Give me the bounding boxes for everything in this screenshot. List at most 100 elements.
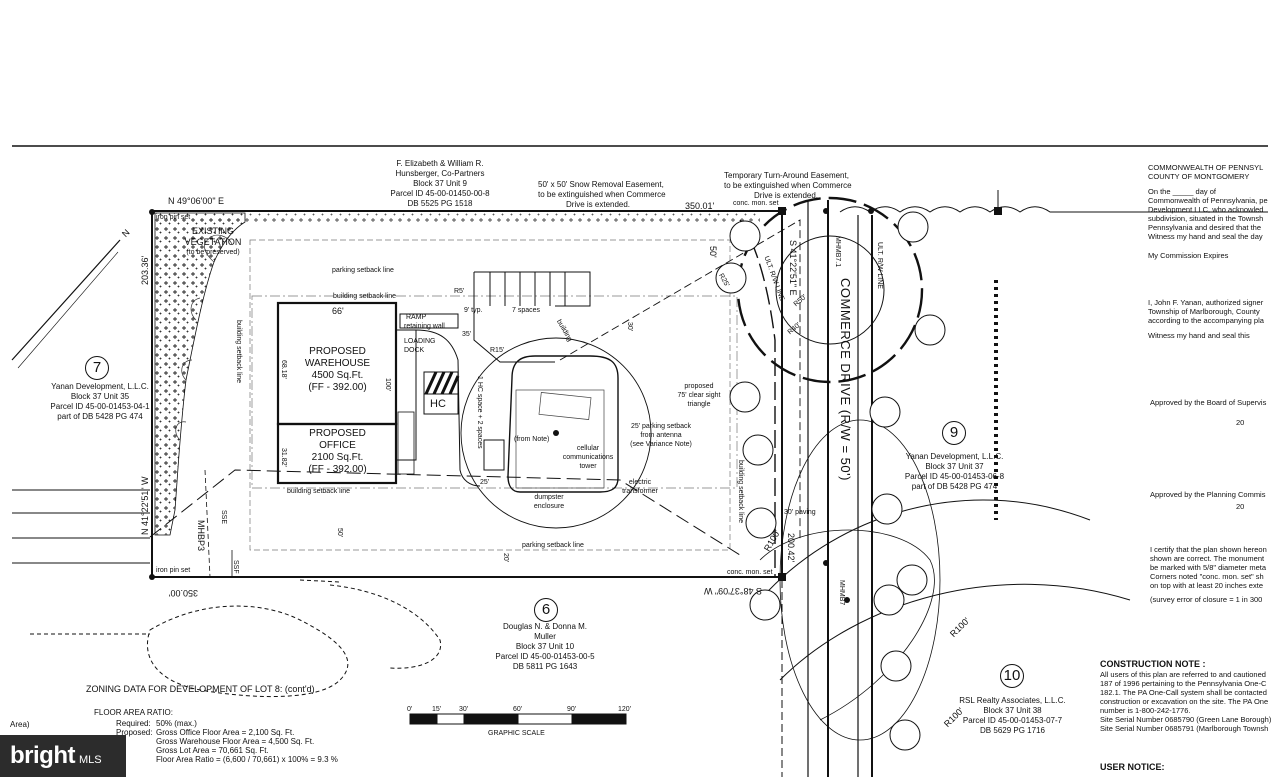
east-distance: 200.42' — [786, 533, 796, 563]
cul-de-sac-inner — [775, 235, 885, 345]
conc-mon-label: conc. mon. set — [733, 200, 779, 207]
dimension-68: 68.18' — [280, 360, 287, 379]
lot-owner-line: Block 37 Unit 35 — [70, 392, 130, 401]
hc-lower-space — [397, 411, 415, 475]
commonwealth-line: My Commission Expires — [1148, 251, 1229, 260]
nine-typ-label: 9' typ. — [464, 307, 483, 314]
commonwealth-line: COMMONWEALTH OF PENNSYL — [1148, 163, 1264, 172]
commonwealth-line: Witness my hand and seal the day — [1148, 232, 1263, 241]
lot-owner-line: Block 37 Unit 10 — [515, 642, 575, 651]
seven-spaces-label: 7 spaces — [512, 307, 541, 314]
far-required-value: 50% (max.) — [156, 719, 197, 728]
sewer-line — [204, 469, 211, 578]
vegetation-line: EXISTING — [191, 226, 234, 236]
building-setback-label: building setback line — [737, 460, 744, 524]
ult-rw-label: ULT. R/W LINE — [876, 242, 883, 289]
iron-pin-label: iron pin set — [156, 567, 191, 574]
transformer-line: transformer — [622, 488, 658, 495]
far-heading: FLOOR AREA RATIO: — [94, 708, 173, 717]
loading-line: LOADING — [404, 338, 436, 345]
conc-mon-label: conc. mon. set — [727, 569, 773, 576]
building-setback-label: building setback line — [235, 320, 242, 384]
dimension-50: 50' — [708, 246, 718, 258]
dumpster-enclosure — [483, 439, 505, 471]
construction-line: All users of this plan are referred to a… — [1100, 670, 1266, 679]
paving-label: 30' paving — [784, 509, 816, 516]
lot-6-number: 6 — [534, 598, 558, 622]
dumpster-label: dumpster enclosure — [524, 493, 574, 511]
sewer-label: SSE — [220, 510, 227, 525]
survey-certification: I certify that the plan shown hereon sho… — [1150, 545, 1267, 604]
far-required-label: Required: — [116, 719, 151, 728]
vegetation-label: EXISTING VEGETATION (to be preserved) — [168, 226, 258, 257]
lot-10-number: 10 — [1000, 664, 1024, 688]
scale-tick: 0' — [407, 706, 413, 713]
scale-tick: 60' — [513, 706, 523, 713]
west-bearing: N 41°22'51" W — [140, 476, 150, 535]
lot-7-number: 7 — [85, 356, 109, 380]
vegetation-line: VEGETATION — [184, 237, 242, 247]
monument-markers — [149, 207, 874, 603]
note-line: 50' x 50' Snow Removal Easement, — [538, 180, 664, 189]
far-proposed-label: Proposed: — [116, 728, 153, 737]
antenna-setback-circle — [460, 337, 652, 529]
r100-arc-c — [759, 529, 935, 721]
r100-arc-a — [759, 499, 1091, 601]
far-line: Gross Warehouse Floor Area = 4,500 Sq. F… — [156, 737, 315, 746]
far-line: Gross Office Floor Area = 2,100 Sq. Ft. — [156, 728, 295, 737]
warehouse-line: PROPOSED — [309, 346, 366, 357]
from-note-label: (from Note) — [514, 436, 550, 443]
sight-line: triangle — [687, 401, 711, 408]
lot-7-owner: Yanan Development, L.L.C. Block 37 Unit … — [40, 382, 160, 422]
manhole-label: MHMB7 — [838, 580, 845, 606]
retaining-wall-label: retaining wall — [404, 323, 445, 330]
graphic-scale-label: GRAPHIC SCALE — [488, 730, 545, 737]
lot7-boundary — [11, 239, 121, 361]
dimension-100: 100' — [384, 378, 391, 392]
tower-enclosure — [515, 389, 605, 489]
commonwealth-line: On the _____ day of — [1148, 187, 1216, 196]
north-owner-block: F. Elizabeth & William R. Hunsberger, Co… — [370, 159, 510, 209]
north-owner-line: DB 5525 PG 1518 — [407, 199, 473, 208]
dumpster-line: dumpster — [534, 494, 564, 501]
dimension-20: 20' — [502, 553, 509, 563]
cul-de-sac-outer — [736, 196, 924, 384]
lot-owner-line: Muller — [534, 632, 556, 641]
hc-label: HC — [430, 398, 446, 410]
office-line: (FF - 392.00) — [308, 464, 367, 475]
commerce-drive-label: COMMERCE DRIVE (R/W = 50') — [838, 278, 853, 481]
dimension-35: 35' — [462, 331, 472, 338]
west-distance: 203.36' — [140, 255, 150, 285]
area-label: Area) — [10, 720, 30, 729]
radius-label: R15' — [490, 347, 505, 354]
construction-note: CONSTRUCTION NOTE : All users of this pl… — [1100, 659, 1271, 733]
note-line: Temporary Turn-Around Easement, — [724, 171, 849, 180]
lot-owner-line: Parcel ID 45-00-01453-04-1 — [50, 402, 150, 411]
lot-6-owner: Douglas N. & Donna M. Muller Block 37 Un… — [485, 622, 605, 672]
manhole-label: MHBP3 — [196, 520, 206, 552]
lot-owner-line: Block 37 Unit 38 — [983, 706, 1042, 715]
iron-pin-label: iron pin set — [156, 214, 191, 221]
south-dashed-cloud — [146, 605, 349, 698]
east-bearing: S 41°22'51" E — [788, 240, 798, 296]
lot-owner-line: Block 37 Unit 37 — [925, 462, 984, 471]
lot-9-number: 9 — [942, 421, 966, 445]
north-owner-line: Parcel ID 45-00-01450-00-8 — [390, 189, 490, 198]
warehouse-line: 4500 Sq.Ft. — [311, 370, 364, 381]
north-bearing: N 49°06'00" E — [168, 196, 225, 206]
antenna-line: 25' parking setback — [630, 423, 692, 430]
parking-north — [473, 271, 591, 363]
tree-symbols — [715, 211, 946, 751]
tower-line: cellular — [576, 445, 600, 452]
antenna-setback-label: 25' parking setback from antenna (see Va… — [616, 422, 706, 449]
dimension-50: 50' — [336, 528, 343, 538]
turnaround-easement-note: Temporary Turn-Around Easement, to be ex… — [724, 171, 852, 201]
survey-line: (survey error of closure = 1 in 300 — [1150, 595, 1263, 604]
south-bearing: S 48°37'09" W — [703, 586, 762, 596]
parking-island — [507, 355, 619, 493]
lot-owner-line: DB 5811 PG 1643 — [512, 662, 578, 671]
tower-label: cellular communications tower — [548, 444, 628, 471]
loading-line: DOCK — [404, 347, 425, 354]
certification-line: according to the accompanying pla — [1148, 316, 1264, 325]
hc-space-label: 1 HC space + 2 spaces — [475, 376, 484, 449]
